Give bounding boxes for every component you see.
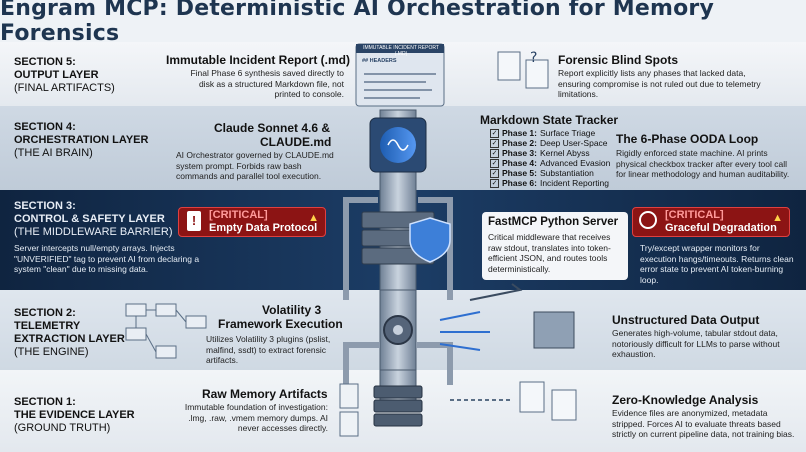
phase-row: ✓Phase 3:Kernel Abyss (490, 148, 610, 158)
section-number: SECTION 2: (14, 307, 76, 319)
fastmcp-title: FastMCP Python Server (488, 216, 619, 228)
section-sub: (THE AI BRAIN) (14, 147, 93, 159)
blind-spots-text: Report explicitly lists any phases that … (558, 68, 761, 99)
checkbox-icon: ✓ (490, 178, 499, 188)
phase-row: ✓Phase 1:Surface Triage (490, 128, 610, 138)
tracker-title: Markdown State Tracker (480, 113, 619, 127)
volatility-text: Utilizes Volatility 3 plugins (pslist, m… (206, 334, 331, 365)
report-text: Final Phase 6 synthesis saved directly t… (190, 68, 344, 99)
phase-row: ✓Phase 2:Deep User-Space (490, 138, 610, 148)
warning-icon: ▲ (308, 212, 319, 224)
claude-title-1: Claude Sonnet 4.6 & (214, 121, 331, 135)
empty-data-title: Empty Data Protocol (209, 222, 318, 234)
phase-num: Phase 4: (502, 158, 537, 168)
report-title: Immutable Incident Report (.md) (166, 53, 351, 67)
fastmcp-text: Critical middleware that receives raw st… (488, 232, 611, 274)
section-sub: (FINAL ARTIFACTS) (14, 82, 115, 94)
empty-data-card: ! [CRITICAL] Empty Data Protocol ▲ (178, 207, 326, 237)
section-sub: (THE ENGINE) (14, 346, 89, 358)
phase-name: Incident Reporting (539, 178, 609, 188)
alert-icon: ! (187, 211, 201, 231)
section-name: OUTPUT LAYER (14, 69, 99, 81)
page-title: Engram MCP: Deterministic AI Orchestrati… (0, 0, 715, 46)
section-name: CONTROL & SAFETY LAYER (14, 213, 165, 225)
phase-row: ✓Phase 4:Advanced Evasion (490, 158, 610, 168)
phase-name: Surface Triage (539, 128, 596, 138)
timer-icon (639, 211, 657, 229)
warning-icon: ▲ (772, 212, 783, 224)
ooda-text: Rigidly enforced state machine. AI print… (616, 148, 790, 179)
fastmcp-card: FastMCP Python Server Critical middlewar… (482, 212, 628, 280)
blind-spots-title: Forensic Blind Spots (558, 53, 679, 67)
raw-memory-title: Raw Memory Artifacts (202, 387, 328, 401)
checkbox-icon: ✓ (490, 158, 499, 168)
doc-sub: ## HEADERS (362, 58, 397, 64)
checkbox-icon: ✓ (490, 148, 499, 158)
ooda-title: The 6-Phase OODA Loop (616, 132, 759, 146)
claude-text: AI Orchestrator governed by CLAUDE.md sy… (176, 150, 334, 181)
doc-header: IMMUTABLE INCIDENT REPORT (.MD) (363, 45, 439, 57)
phase-row: ✓Phase 5:Substantiation (490, 168, 610, 178)
phase-checklist: ✓Phase 1:Surface Triage ✓Phase 2:Deep Us… (490, 128, 610, 188)
phase-name: Kernel Abyss (539, 148, 590, 158)
zero-knowledge-title: Zero-Knowledge Analysis (612, 393, 759, 407)
phase-name: Deep User-Space (539, 138, 608, 148)
section-name: ORCHESTRATION LAYER (14, 134, 149, 146)
phase-name: Advanced Evasion (539, 158, 611, 168)
section-sub: (GROUND TRUTH) (14, 422, 111, 434)
phase-num: Phase 3: (502, 148, 537, 158)
section-name: TELEMETRY (14, 320, 81, 332)
volatility-title-1: Volatility 3 (262, 303, 322, 317)
section-number: SECTION 4: (14, 121, 76, 133)
svg-text:?: ? (530, 50, 537, 66)
checkbox-icon: ✓ (490, 128, 499, 138)
phase-num: Phase 5: (502, 168, 537, 178)
critical-tag: [CRITICAL] (665, 209, 724, 221)
section-number: SECTION 3: (14, 200, 76, 212)
section-sub: (THE MIDDLEWARE BARRIER) (14, 226, 173, 238)
section-number: SECTION 1: (14, 396, 76, 408)
section-name-2: EXTRACTION LAYER (14, 333, 125, 345)
phase-num: Phase 1: (502, 128, 537, 138)
graceful-text: Try/except wrapper monitors for executio… (640, 243, 794, 285)
graceful-card: [CRITICAL] Graceful Degradation ▲ (632, 207, 790, 237)
section-name: THE EVIDENCE LAYER (14, 409, 135, 421)
section-1-label: SECTION 1: THE EVIDENCE LAYER (GROUND TR… (14, 396, 135, 435)
unstructured-text: Generates high-volume, tabular stdout da… (612, 328, 780, 359)
phase-name: Substantiation (539, 168, 594, 178)
phase-num: Phase 6: (502, 178, 537, 188)
phase-row: ✓Phase 6:Incident Reporting (490, 178, 610, 188)
volatility-title-2: Framework Execution (218, 317, 343, 331)
checkbox-icon: ✓ (490, 138, 499, 148)
section-2-label: SECTION 2: TELEMETRY EXTRACTION LAYER (T… (14, 307, 125, 359)
graceful-title: Graceful Degradation (665, 222, 777, 234)
claude-title-2: CLAUDE.md (260, 135, 332, 149)
phase-num: Phase 2: (502, 138, 537, 148)
unstructured-title: Unstructured Data Output (612, 313, 760, 327)
section-5-label: SECTION 5: OUTPUT LAYER (FINAL ARTIFACTS… (14, 56, 115, 95)
raw-memory-text: Immutable foundation of investigation: .… (184, 402, 328, 433)
section-number: SECTION 5: (14, 56, 76, 68)
empty-data-text: Server intercepts null/empty arrays. Inj… (14, 243, 200, 274)
critical-tag: [CRITICAL] (209, 209, 268, 221)
section-4-label: SECTION 4: ORCHESTRATION LAYER (THE AI B… (14, 121, 148, 160)
zero-knowledge-text: Evidence files are anonymized, metadata … (612, 408, 795, 439)
section-3-label: SECTION 3: CONTROL & SAFETY LAYER (THE M… (14, 200, 173, 239)
checkbox-icon: ✓ (490, 168, 499, 178)
